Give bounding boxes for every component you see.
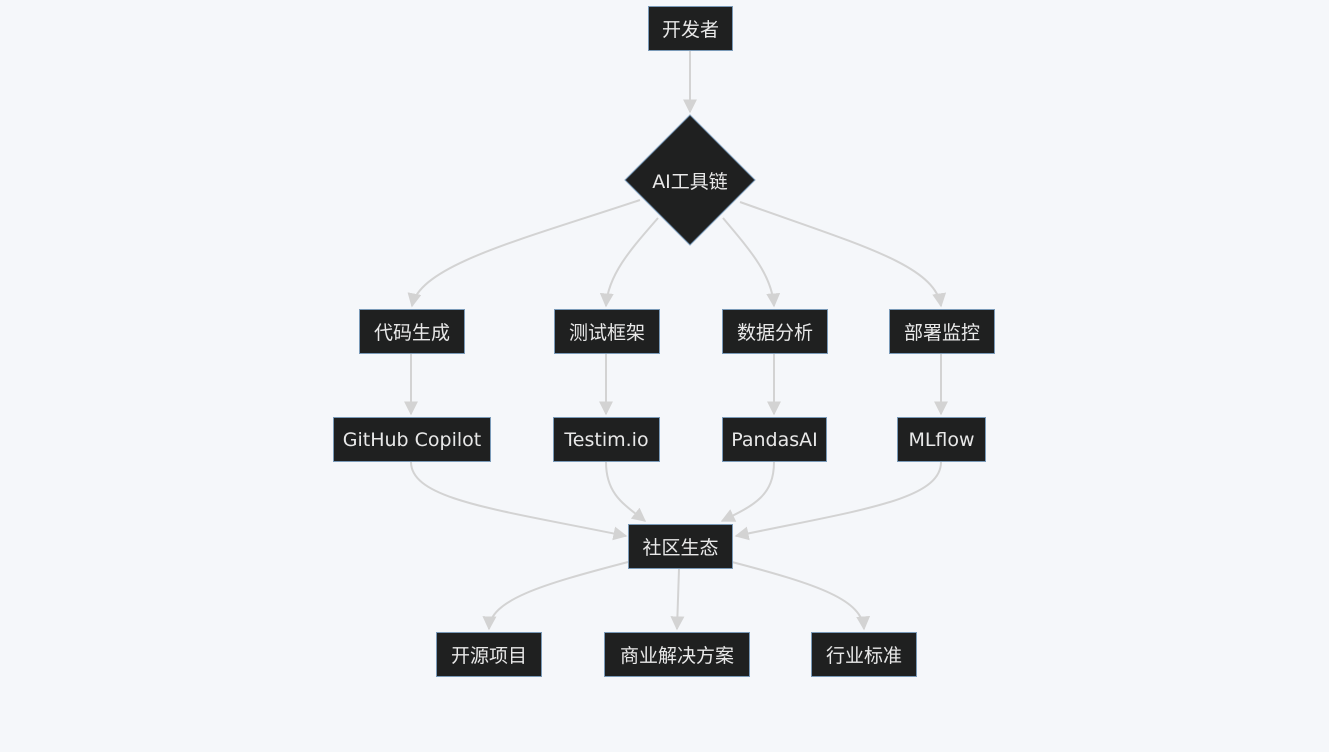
node-deploy[interactable]: 部署监控	[889, 309, 995, 354]
node-standards-label: 行业标准	[825, 645, 902, 667]
node-toolchain-diamond[interactable]	[624, 114, 756, 246]
node-mlflow-label: MLflow	[908, 428, 975, 451]
node-testing[interactable]: 测试框架	[554, 309, 660, 354]
node-analysis[interactable]: 数据分析	[722, 309, 828, 354]
node-testim[interactable]: Testim.io	[553, 417, 660, 462]
node-analysis-label: 数据分析	[736, 322, 813, 344]
node-developer[interactable]: 开发者	[648, 6, 733, 51]
node-testim-label: Testim.io	[564, 428, 649, 451]
node-pandasai[interactable]: PandasAI	[722, 417, 827, 462]
node-opensource[interactable]: 开源项目	[436, 632, 542, 677]
node-codegen-label: 代码生成	[373, 322, 450, 344]
node-testing-label: 测试框架	[568, 322, 645, 344]
edge-testim-community	[605, 461, 647, 522]
edge-community-standards	[731, 561, 871, 631]
edge-community-opensource	[482, 561, 629, 631]
node-developer-label: 开发者	[661, 19, 719, 41]
node-deploy-label: 部署监控	[903, 322, 980, 344]
edge-toolchain-codegen	[407, 199, 641, 308]
node-mlflow[interactable]: MLflow	[897, 417, 986, 462]
node-codegen[interactable]: 代码生成	[359, 309, 465, 354]
node-commercial-label: 商业解决方案	[619, 645, 734, 667]
node-copilot[interactable]: GitHub Copilot	[333, 417, 491, 462]
node-commercial[interactable]: 商业解决方案	[604, 632, 750, 677]
node-opensource-label: 开源项目	[450, 645, 527, 667]
edge-copilot-community	[410, 461, 628, 541]
node-toolchain-label: AI工具链	[652, 170, 728, 193]
node-standards[interactable]: 行业标准	[811, 632, 917, 677]
edge-pandasai-community	[720, 461, 775, 522]
edge-toolchain-analysis	[722, 217, 781, 308]
edge-toolchain-deploy	[739, 201, 947, 308]
edge-mlflow-community	[734, 461, 942, 541]
node-community-label: 社区生态	[642, 537, 719, 559]
node-community[interactable]: 社区生态	[628, 524, 733, 569]
edge-community-commercial	[670, 568, 685, 631]
node-pandasai-label: PandasAI	[731, 428, 818, 451]
node-copilot-label: GitHub Copilot	[342, 428, 482, 451]
edge-toolchain-testing	[599, 217, 659, 308]
